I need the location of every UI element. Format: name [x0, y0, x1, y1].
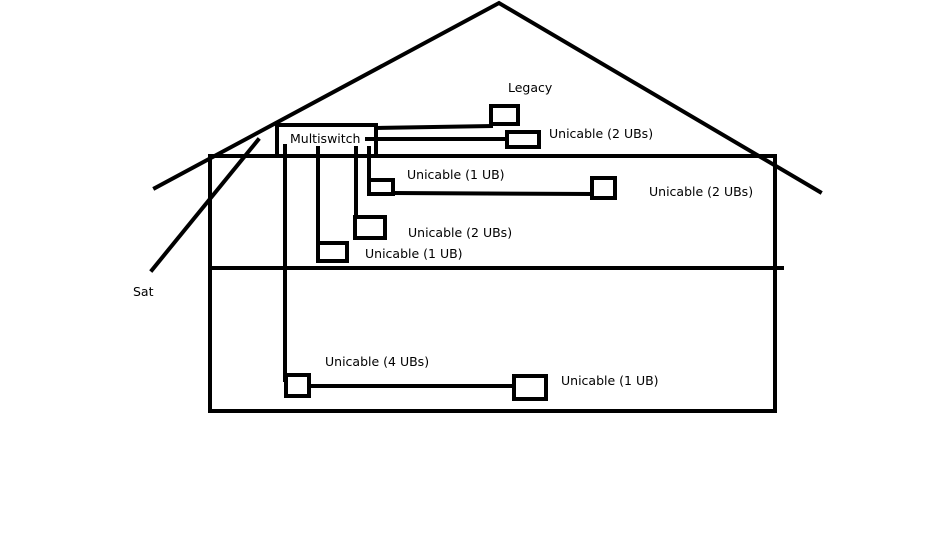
attic-unicable-label: Unicable (2 UBs): [549, 126, 653, 141]
cable-upper-far: [390, 190, 595, 197]
ground-left-outlet: [284, 373, 311, 398]
sat-label: Sat: [133, 284, 154, 299]
upper-far-outlet: [590, 176, 617, 200]
roof: [152, 0, 823, 195]
attic-outlet: [505, 130, 541, 149]
cable-legacy: [373, 123, 494, 131]
ground-right-label: Unicable (1 UB): [561, 373, 659, 388]
upper-low-outlet: [316, 241, 349, 263]
upper-short-label: Unicable (1 UB): [407, 167, 505, 182]
upper-short-outlet: [367, 178, 395, 196]
ground-right-outlet: [512, 374, 548, 401]
sat-cable: [149, 137, 261, 273]
ground-left-label: Unicable (4 UBs): [325, 354, 429, 369]
legacy-outlet: [489, 104, 520, 126]
multiswitch-label: Multiswitch: [290, 131, 360, 146]
upper-far-label: Unicable (2 UBs): [649, 184, 753, 199]
multiswitch-box: [275, 123, 378, 158]
upper-mid-outlet: [353, 215, 387, 240]
upper-low-label: Unicable (1 UB): [365, 246, 463, 261]
upper-mid-label: Unicable (2 UBs): [408, 225, 512, 240]
legacy-label: Legacy: [508, 80, 553, 95]
